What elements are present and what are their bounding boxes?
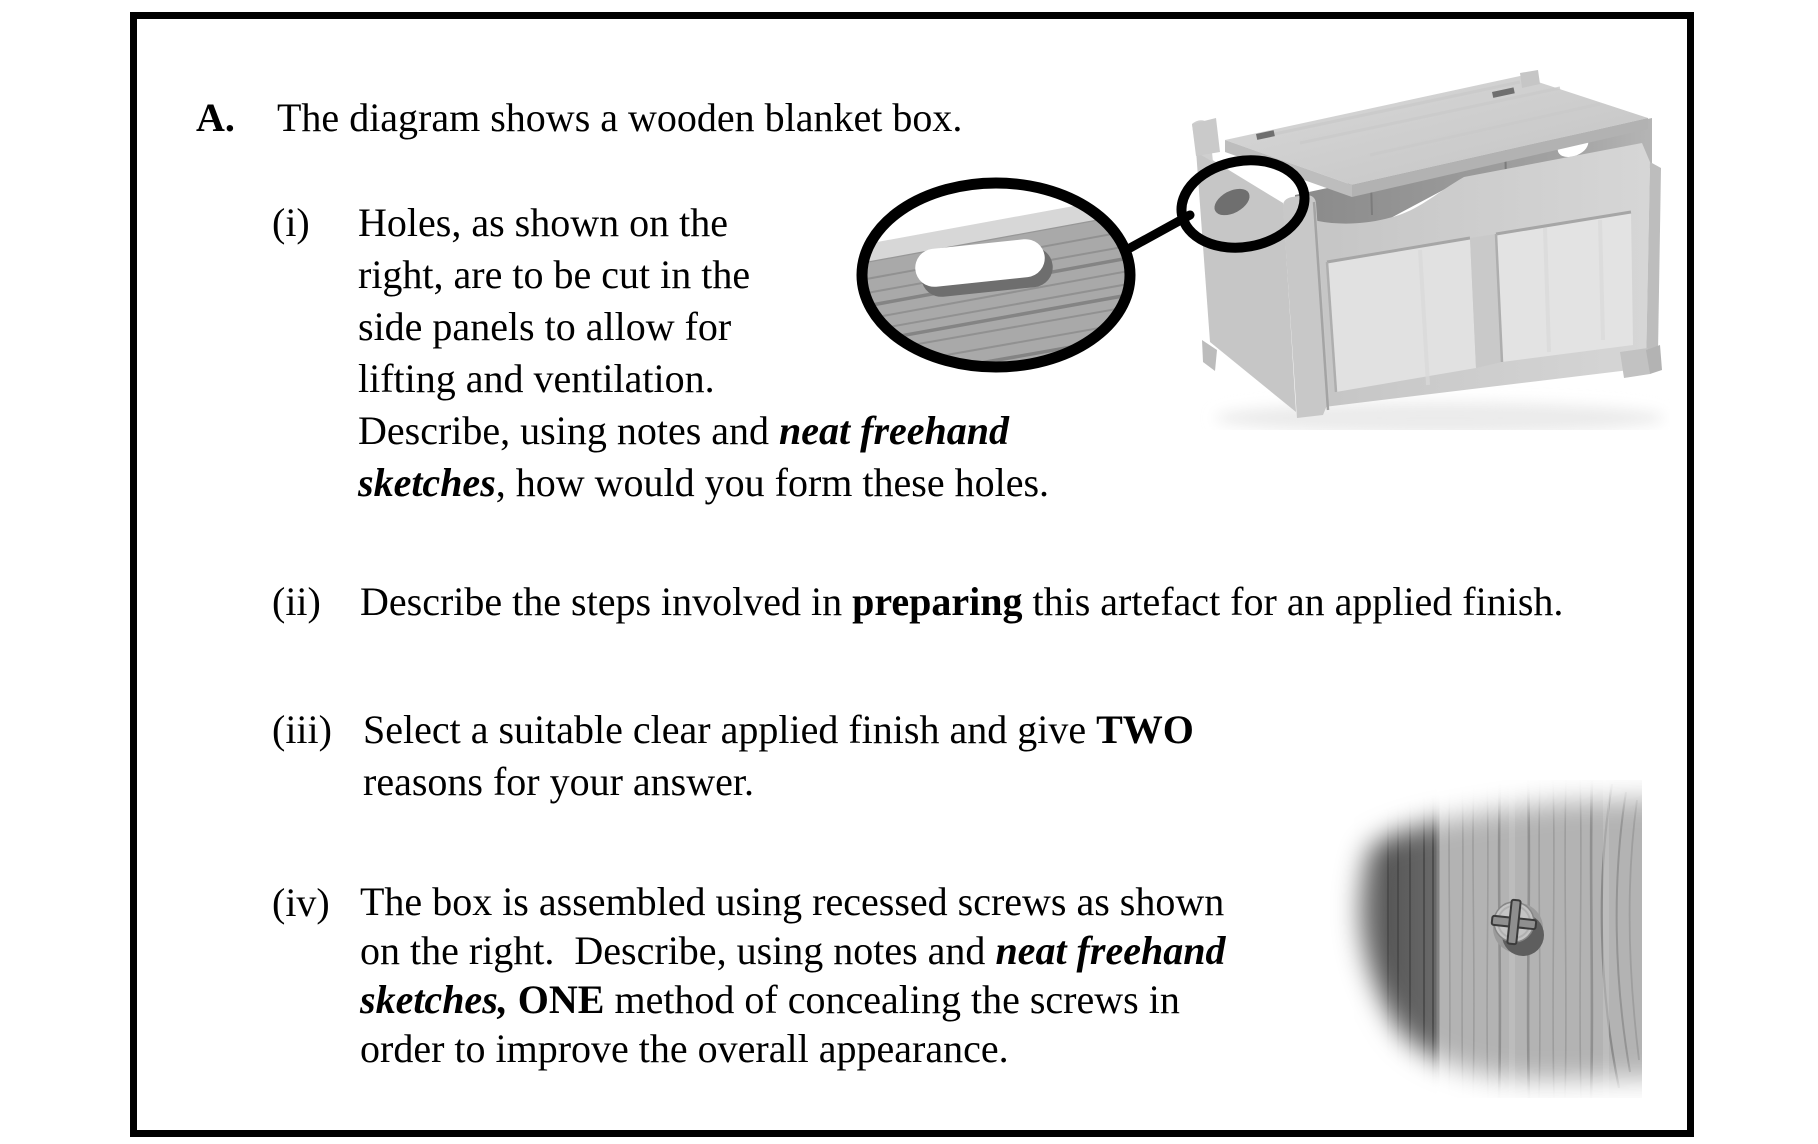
text-line: side panels to allow for — [358, 304, 732, 349]
item-iii-text: Select a suitable clear applied finish a… — [363, 704, 1463, 808]
text-line: Select a suitable clear applied finish a… — [363, 707, 1194, 752]
item-i-numeral: (i) — [272, 200, 310, 245]
question-letter: A. — [196, 95, 235, 140]
text-line: reasons for your answer. — [363, 759, 754, 804]
text-line: The box is assembled using recessed scre… — [360, 879, 1225, 924]
item-iii-numeral: (iii) — [272, 707, 332, 752]
text-line: Holes, as shown on the — [358, 200, 728, 245]
text-line: right, are to be cut in the — [358, 252, 751, 297]
recessed-screw-photo — [1230, 780, 1642, 1098]
text-line: on the right. Describe, using notes and … — [360, 928, 1226, 973]
item-iv-numeral: (iv) — [272, 880, 330, 925]
item-ii-text: Describe the steps involved in preparing… — [360, 576, 1680, 628]
item-i-text: Holes, as shown on the right, are to be c… — [358, 197, 1058, 509]
text-line: lifting and ventilation. — [358, 356, 715, 401]
text-line: Describe, using notes and neat freehand — [358, 408, 1010, 453]
text-line: Describe the steps involved in preparing… — [360, 579, 1564, 624]
item-iv-text: The box is assembled using recessed scre… — [360, 877, 1460, 1073]
text-line: sketches, how would you form these holes… — [358, 460, 1050, 505]
handle-hole-magnifier-callout — [840, 148, 1325, 393]
text-line: order to improve the overall appearance. — [360, 1026, 1009, 1071]
text-line: sketches, ONE method of concealing the s… — [360, 977, 1180, 1022]
question-title: The diagram shows a wooden blanket box. — [277, 95, 963, 140]
wooden-blanket-box-photo — [1185, 55, 1670, 430]
item-ii-numeral: (ii) — [272, 579, 321, 624]
